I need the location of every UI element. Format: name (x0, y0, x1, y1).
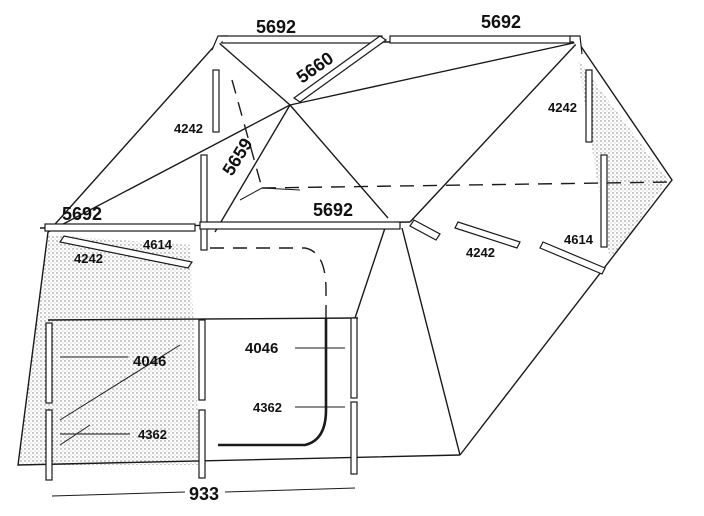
hidden-joint-b (261, 187, 301, 191)
eave-pole-right (199, 221, 401, 230)
shaded-panels (18, 60, 668, 465)
left-rafter-pole (212, 69, 220, 133)
poles (44, 35, 608, 481)
ridge-corner-right (570, 35, 583, 55)
roof-diagonal-c (214, 104, 291, 233)
right-bottom-pole (539, 241, 606, 275)
roof-diagonal-b (409, 41, 579, 223)
ridge-pole-left (221, 35, 383, 44)
label-eave-left: 5692 (62, 204, 102, 224)
label-eave-right: 5692 (313, 200, 353, 220)
right-roof-panel (578, 60, 668, 260)
label-center-pole: 5660 (293, 48, 337, 87)
label-leg-left: 4362 (138, 427, 167, 442)
left-short-pole (59, 235, 193, 269)
ridge-corner-left (211, 35, 228, 51)
label-left-short: 4614 (143, 237, 173, 252)
left-roof-edge (47, 41, 219, 233)
label-upright-left: 4046 (133, 353, 166, 370)
leg-right (350, 401, 358, 475)
upright-right (350, 317, 358, 399)
door-outline-hidden (210, 247, 327, 318)
panel-hatch-a (59, 344, 181, 421)
label-right-short: 4614 (564, 232, 594, 247)
label-ridge-right: 5692 (481, 12, 521, 32)
label-right-rafter: 4242 (548, 100, 577, 115)
left-wall-panel (18, 235, 200, 465)
leader-lines (51, 347, 356, 497)
eave-pole-left (44, 223, 196, 232)
leg-center (198, 409, 206, 479)
upright-center (198, 319, 206, 401)
label-left-lower-rafter: 4242 (74, 251, 103, 266)
roof-diagonal-d (47, 104, 291, 233)
roof-diagonal-a (289, 41, 579, 106)
center-diagonal-pole (200, 154, 208, 251)
base-outline (17, 231, 461, 466)
right-outer-edge (459, 41, 673, 456)
front-slope-edge (354, 227, 386, 319)
upright-left (45, 322, 53, 404)
label-left-rafter: 4242 (174, 121, 203, 136)
label-leg-door: 4362 (253, 400, 282, 415)
ridge-pole-right (389, 35, 571, 44)
door-outline (218, 318, 328, 447)
label-spacing: 933 (189, 484, 219, 504)
front-header-line (47, 317, 359, 321)
right-short-pole (600, 154, 608, 248)
label-right-lower-rafter: 4242 (466, 245, 495, 260)
label-upright-center: 4046 (245, 340, 278, 357)
hidden-center-pole (231, 79, 263, 189)
center-pole (292, 35, 388, 103)
label-ridge-left: 5692 (256, 17, 296, 37)
front-right-edge (401, 227, 461, 456)
panel-hatch-b (59, 424, 91, 446)
right-lower-rafter-pole (454, 221, 521, 249)
leader-spacing-right (224, 487, 356, 493)
front-short-pole (409, 219, 441, 241)
right-rafter-pole (585, 69, 593, 143)
hidden-joint-a (239, 187, 263, 201)
leader-spacing-left (51, 491, 186, 497)
leg-left (45, 409, 53, 481)
